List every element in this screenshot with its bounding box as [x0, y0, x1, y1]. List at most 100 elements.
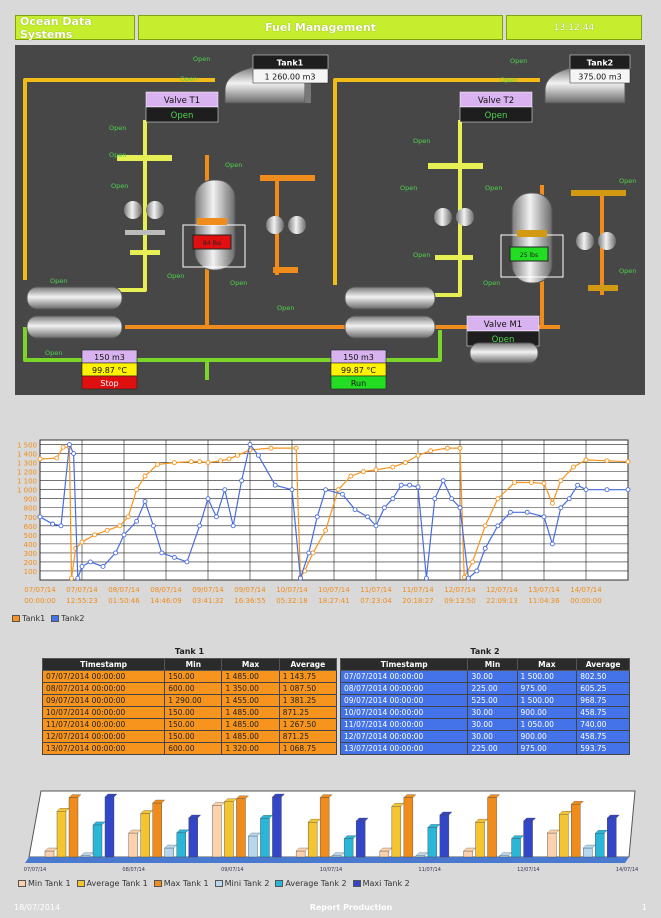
column-header: Max	[516, 658, 578, 671]
table-cell: 08/07/2014 00:00:00	[41, 682, 166, 695]
data-point	[549, 500, 555, 506]
data-point	[449, 496, 455, 502]
bar-top	[487, 794, 500, 798]
table1-title: Tank 1	[174, 647, 205, 656]
data-point	[583, 487, 589, 493]
column-header: Max	[221, 658, 280, 671]
data-point	[625, 459, 631, 465]
data-point	[226, 456, 232, 462]
x-tick-label: 10/07/14	[318, 586, 350, 594]
table-cell: 13/07/2014 00:00:00	[339, 742, 469, 755]
data-point	[71, 451, 77, 456]
data-point	[402, 460, 408, 466]
x-tick-label: 07/07/14	[24, 867, 46, 873]
data-point	[541, 480, 547, 486]
bar-top	[236, 795, 249, 799]
legend-tank1: Tank1	[12, 614, 45, 623]
table-cell: 1 267.50	[278, 718, 338, 731]
valve-t1[interactable]: Valve T1 Open	[145, 91, 219, 123]
y-tick-label: 1 000	[17, 487, 37, 495]
unit2-volume: 150 m3	[343, 353, 374, 362]
y-tick-label: 1 200	[17, 469, 37, 477]
data-point	[297, 575, 303, 581]
data-point	[549, 541, 555, 547]
unit1-volume: 150 m3	[94, 353, 125, 362]
svg-text:Open: Open	[485, 184, 502, 192]
pipe-yellow-left	[23, 78, 215, 280]
x-tick-label: 10/07/14	[276, 586, 308, 594]
data-point	[558, 478, 564, 484]
separator-left-2	[428, 163, 483, 260]
data-point	[113, 550, 119, 556]
valve-m1[interactable]: Valve M1 Open	[466, 315, 540, 347]
tank1-name: Tank1	[277, 59, 304, 68]
svg-text:Open: Open	[619, 177, 636, 185]
x-tick-label: 13/07/14	[528, 586, 560, 594]
data-point	[134, 487, 140, 493]
data-point	[197, 523, 203, 529]
data-point	[247, 442, 253, 447]
line-legend: Tank1 Tank2	[12, 614, 85, 623]
bar	[224, 801, 234, 858]
x-tick-label: 09:13:50	[444, 597, 475, 605]
bar	[511, 838, 521, 858]
data-point	[465, 575, 471, 581]
x-tick-label: 01:50:46	[108, 597, 140, 605]
data-point	[352, 507, 358, 512]
bar	[415, 855, 426, 858]
table-cell: 871.25	[278, 730, 338, 743]
y-tick-label: 300	[24, 550, 37, 558]
bar	[463, 850, 473, 858]
table-cell: 30.00	[467, 730, 518, 743]
table-cell: 150.00	[164, 718, 223, 731]
data-point	[239, 478, 245, 484]
data-point	[75, 575, 81, 581]
valve-t2[interactable]: Valve T2 Open	[459, 91, 533, 123]
data-point	[87, 559, 93, 565]
tank2-name: Tank2	[587, 59, 613, 68]
bar	[331, 855, 342, 858]
table-cell: 225.00	[467, 682, 518, 695]
data-point	[348, 473, 354, 479]
table-cell: 802.50	[576, 670, 630, 683]
svg-text:Open: Open	[277, 304, 294, 312]
x-tick-label: 05:32:18	[276, 597, 307, 605]
bar	[307, 821, 318, 858]
footer-date: 18/07/2014	[14, 902, 61, 912]
table-cell: 1 485.00	[221, 730, 280, 743]
data-point	[272, 482, 278, 488]
data-point	[323, 527, 329, 533]
data-point	[390, 464, 396, 470]
bar-top	[523, 817, 536, 822]
data-point	[398, 482, 404, 488]
x-tick-label: 16:36:55	[234, 597, 265, 605]
x-tick-label: 11:04:36	[528, 597, 560, 605]
bar	[236, 798, 246, 858]
bar	[559, 814, 569, 858]
legend-item: Max Tank 1	[153, 879, 209, 888]
legend-item: Maxi Tank 2	[352, 879, 410, 888]
data-point	[461, 574, 467, 580]
tank2-label: Tank2 375.00 m3	[569, 54, 631, 84]
data-point	[583, 457, 589, 463]
x-tick-label: 20:18:27	[402, 597, 433, 605]
table-cell: 1 068.75	[278, 742, 338, 755]
bar	[379, 850, 390, 858]
data-point	[323, 487, 329, 493]
table-cell: 08/07/2014 00:00:00	[339, 682, 469, 695]
bar-top	[152, 799, 166, 804]
bar	[343, 838, 354, 858]
bar	[92, 824, 103, 858]
heater2-level: 25 lbs	[520, 252, 538, 259]
plot-area	[28, 790, 636, 858]
bar	[475, 821, 485, 858]
tank1-label: Tank1 1 260.00 m3	[252, 54, 329, 84]
data-point	[218, 458, 224, 464]
